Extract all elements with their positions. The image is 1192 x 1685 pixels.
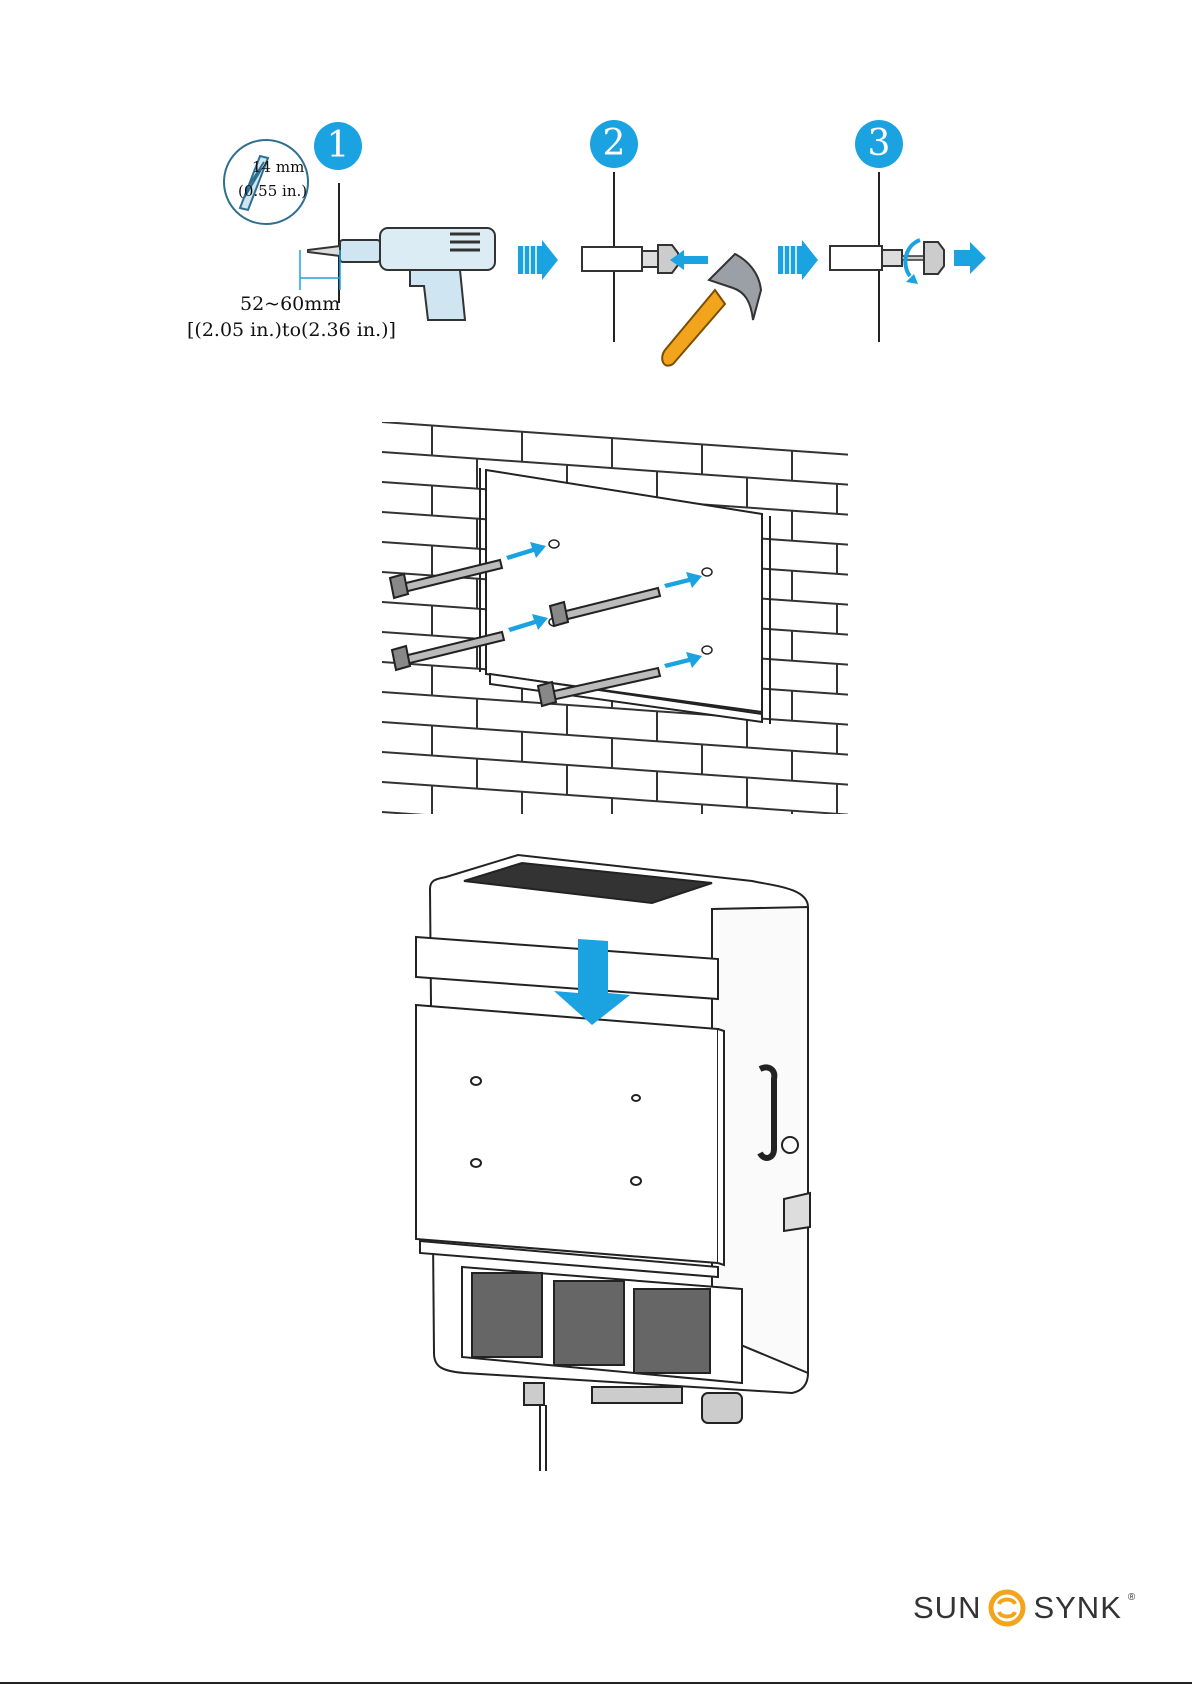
step-1-badge: 1 (314, 122, 362, 170)
drill-depth-inch-label: [(2.05 in.)to(2.36 in.)] (187, 319, 396, 341)
drill-depth-label: 52~60mm (240, 293, 340, 315)
depth-dimension-line (298, 250, 343, 290)
anchor-bolt-icon (828, 238, 988, 288)
hammer-icon (655, 250, 770, 375)
sunsynk-logo: SUN SYNK ® (913, 1586, 1136, 1630)
inverter-mounting-diagram (412, 853, 822, 1473)
footer-rule (0, 1682, 1192, 1684)
brand-left-text: SUN (913, 1590, 981, 1626)
step-2-badge: 2 (590, 120, 638, 168)
next-arrow-icon (516, 240, 560, 280)
sunsynk-sun-icon (987, 1588, 1027, 1628)
wall-bracket-diagram (382, 422, 848, 814)
registered-mark: ® (1128, 1592, 1136, 1603)
step-3-badge: 3 (855, 120, 903, 168)
next-arrow-icon (776, 240, 820, 280)
bit-size-inch-label: (0.55 in.) (238, 182, 307, 200)
brand-right-text: SYNK (1033, 1590, 1121, 1626)
bit-size-label: 14 mm (252, 158, 304, 176)
